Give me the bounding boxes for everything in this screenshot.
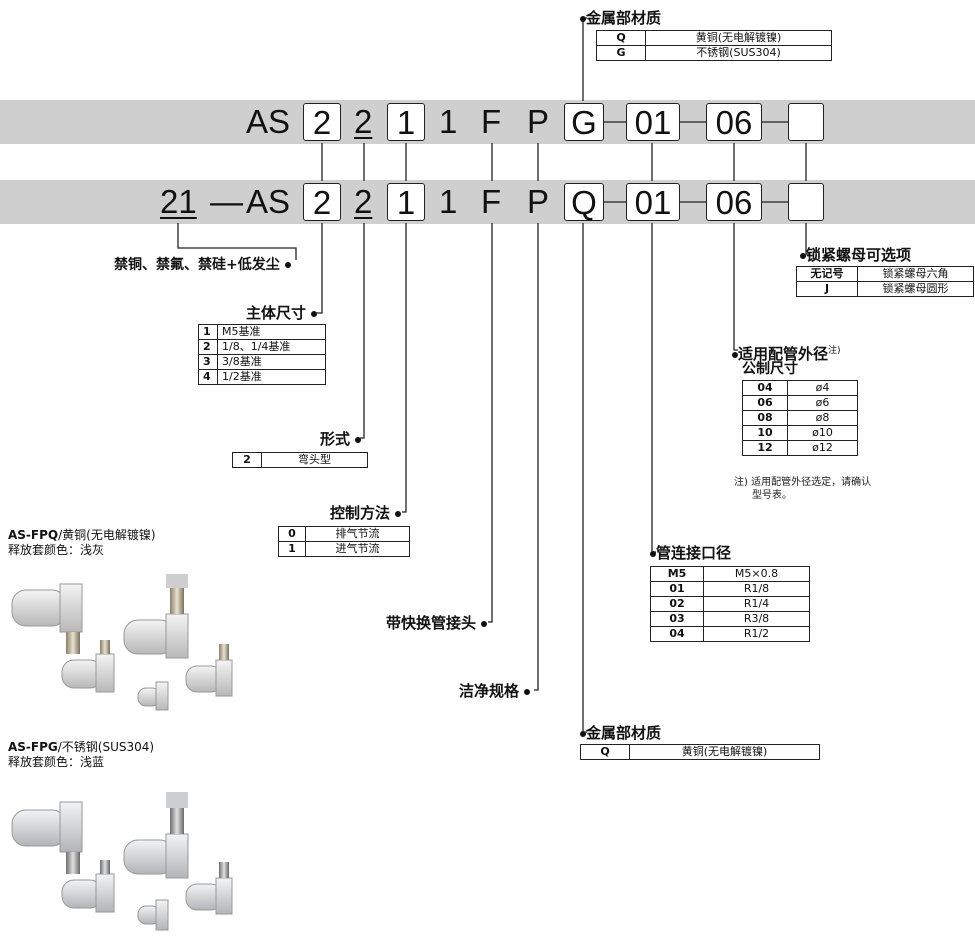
- lock-nut-title: 锁紧螺母可选项: [800, 246, 911, 264]
- bullet-dot-icon: [355, 436, 362, 443]
- bottom-part-material: Q: [564, 183, 604, 221]
- bullet-dot-icon: [481, 620, 488, 627]
- bottom-part-port: 01: [626, 183, 680, 221]
- tube-od-title: 适用配管外径注): [732, 342, 841, 363]
- product-2-caption: AS-FPG/不锈钢(SUS304) 释放套颜色：浅蓝: [8, 740, 155, 769]
- bottom-part-fitting: F: [481, 183, 502, 220]
- bullet-dot-icon: [524, 688, 531, 695]
- bottom-part-clean: P: [527, 183, 550, 220]
- top-material-title: 金属部材质: [580, 9, 661, 27]
- bullet-dot-icon: [395, 510, 402, 517]
- bullet-dot-icon: [580, 730, 586, 737]
- bottom-part-control: 1: [387, 183, 425, 221]
- fitting-label: 带快换管接头: [386, 614, 488, 632]
- bullet-dot-icon: [650, 550, 656, 557]
- fitting-shape: [61, 640, 115, 693]
- bottom-model-prefix: AS: [246, 183, 291, 220]
- fitting-shape: [61, 860, 115, 913]
- bullet-dot-icon: [732, 351, 738, 358]
- product-2-image: [11, 792, 233, 931]
- fitting-shape: [137, 899, 169, 931]
- product-1-caption: AS-FPQ/黄铜(无电解镀镍) 释放套颜色：浅灰: [8, 528, 156, 557]
- bullet-dot-icon: [284, 262, 291, 268]
- bullet-dot-icon: [311, 310, 318, 317]
- bottom-part-option: [788, 183, 824, 221]
- top-part-option: [788, 103, 824, 141]
- fitting-shape: [123, 792, 189, 879]
- bottom-part-one: 1: [439, 183, 458, 220]
- top-part-tube: 06: [706, 103, 762, 141]
- form-title: 形式: [320, 430, 362, 448]
- bottom-material-title: 金属部材质: [580, 724, 661, 742]
- top-part-control: 1: [387, 103, 425, 141]
- top-model-prefix: AS: [246, 103, 291, 140]
- control-title: 控制方法: [330, 504, 402, 522]
- top-part-one: 1: [439, 103, 458, 140]
- top-part-form: 2: [354, 103, 373, 140]
- bottom-model-dash: —: [210, 183, 243, 220]
- fitting-shape: [185, 862, 233, 915]
- tube-od-note-2: 型号表。: [752, 490, 792, 501]
- fitting-shape: [185, 644, 233, 697]
- port-title: 管连接口径: [650, 544, 731, 562]
- product-1-image: [11, 574, 233, 711]
- bottom-part-form: 2: [354, 183, 373, 220]
- top-part-body-size: 2: [303, 103, 341, 141]
- clean-label: 洁净规格: [459, 682, 531, 700]
- bottom-model-prefix-number: 21: [160, 183, 197, 220]
- top-part-port: 01: [626, 103, 680, 141]
- fitting-shape: [123, 574, 189, 659]
- tube-od-note-1: 注) 适用配管外径选定，请确认: [734, 477, 872, 488]
- bottom-part-tube: 06: [706, 183, 762, 221]
- fitting-shape: [137, 681, 169, 711]
- top-part-clean: P: [527, 103, 550, 140]
- table-row: 无记号锁紧螺母六角: [796, 266, 974, 282]
- copper-free-label: 禁铜、禁氟、禁硅+低发尘: [114, 256, 291, 274]
- bullet-dot-icon: [580, 15, 586, 22]
- tube-od-subtitle: 公制尺寸: [742, 361, 798, 377]
- bullet-dot-icon: [800, 252, 806, 259]
- fitting-shape: [11, 801, 83, 874]
- bottom-part-body-size: 2: [303, 183, 341, 221]
- top-part-material: G: [564, 103, 604, 141]
- top-part-fitting: F: [481, 103, 502, 140]
- body-size-title: 主体尺寸: [246, 304, 318, 322]
- fitting-shape: [11, 583, 83, 654]
